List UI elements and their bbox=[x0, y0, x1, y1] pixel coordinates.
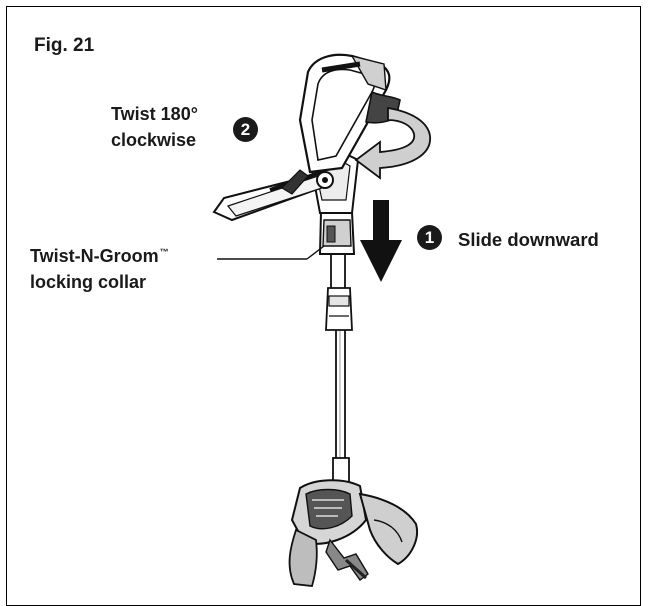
trimmer-head bbox=[288, 457, 418, 587]
step-2-label-line1: Twist 180° bbox=[111, 104, 198, 124]
step-2-badge: 2 bbox=[233, 117, 258, 142]
slide-down-arrow bbox=[360, 200, 402, 282]
step-2-label-line2: clockwise bbox=[111, 130, 197, 150]
figure-label: Fig. 21 bbox=[34, 35, 95, 56]
twist-arrow bbox=[354, 106, 431, 180]
auxiliary-handle bbox=[212, 169, 334, 222]
trimmer-illustration bbox=[212, 53, 431, 587]
collar-callout-line1: Twist-N-Groom™ bbox=[30, 246, 169, 267]
trimmer-shaft bbox=[330, 237, 346, 465]
step-1-badge: 1 bbox=[417, 225, 442, 250]
step-1-label: Slide downward bbox=[458, 229, 599, 250]
collar-callout-line2: locking collar bbox=[30, 272, 147, 292]
lower-shaft-collar bbox=[325, 287, 353, 331]
locking-collar bbox=[318, 211, 356, 255]
collar-leader-line bbox=[217, 245, 325, 260]
collar-callout-name: Twist-N-Groom bbox=[30, 246, 159, 266]
trademark-symbol: ™ bbox=[159, 247, 169, 257]
